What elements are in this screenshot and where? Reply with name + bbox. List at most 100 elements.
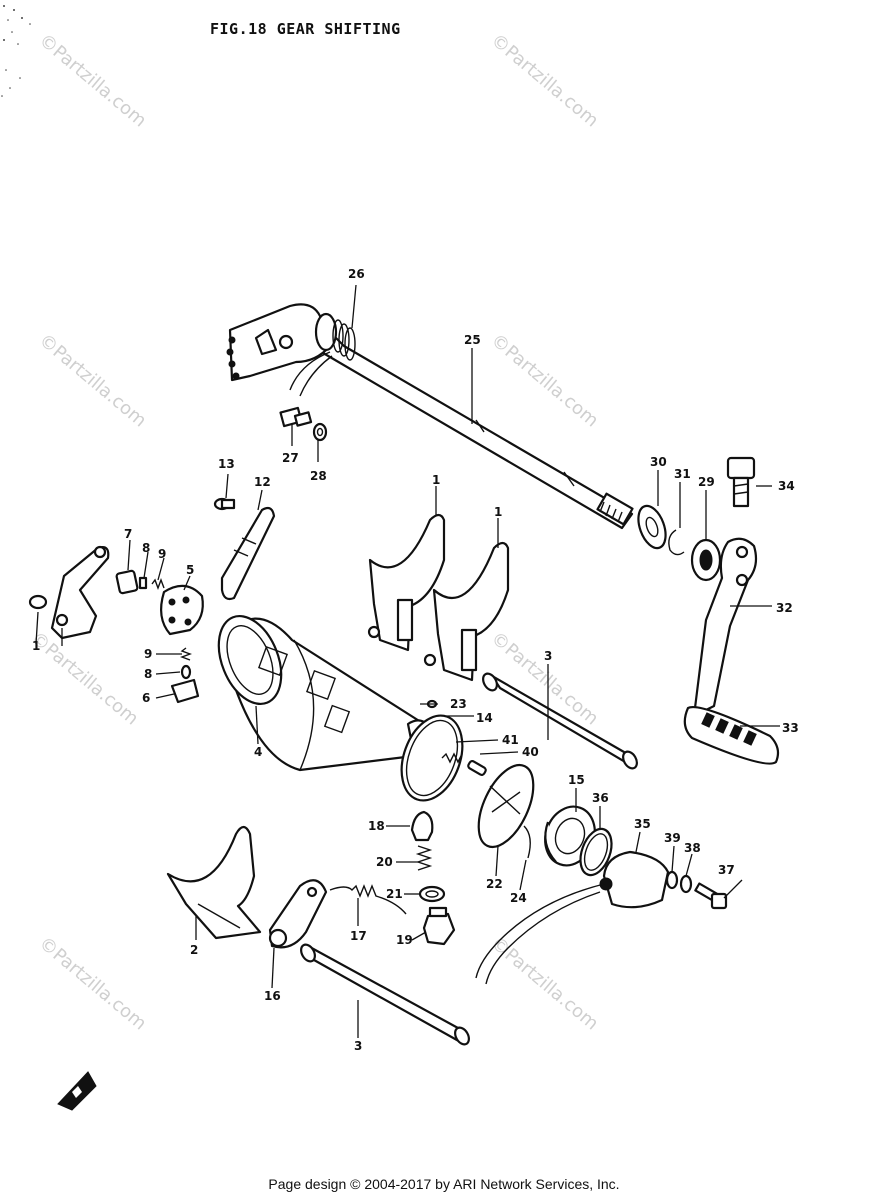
watermark-8: ©Partzilla.com: [487, 933, 603, 1035]
gearshift-lever: [692, 537, 758, 718]
shift-fork-upper-right: [423, 541, 510, 682]
label-18: 18: [368, 819, 385, 833]
label-1-fork-left: 1: [432, 473, 440, 487]
pin-40: [467, 760, 487, 776]
pin-8-lower: [180, 664, 192, 680]
label-3-lower: 3: [354, 1039, 362, 1053]
label-7: 7: [124, 527, 132, 541]
label-39: 39: [664, 831, 681, 845]
label-8-upper: 8: [142, 541, 150, 555]
shift-lever-16: [268, 879, 328, 949]
gearshift-shaft: [316, 330, 634, 530]
shift-fork-lower: [166, 825, 262, 940]
washer-39: [665, 870, 679, 890]
label-15: 15: [568, 773, 585, 787]
o-ring-14: [400, 714, 464, 802]
oil-seal-29: [690, 538, 722, 582]
figure-title: FIG.18 GEAR SHIFTING: [210, 20, 401, 38]
label-14: 14: [476, 711, 493, 725]
label-35: 35: [634, 817, 651, 831]
label-31: 31: [674, 467, 691, 481]
label-12: 12: [254, 475, 271, 489]
circlip-31: [668, 529, 685, 556]
page-footer: Page design © 2004-2017 by ARI Network S…: [268, 1176, 620, 1192]
fork-shaft-lower: [300, 943, 470, 1046]
stopper-arm: [50, 545, 110, 640]
scan-noise: [1, 5, 31, 97]
label-6: 6: [142, 691, 150, 705]
plug-19: [422, 906, 456, 946]
label-32: 32: [776, 601, 793, 615]
stopper-plate-12: [220, 506, 276, 601]
label-24: 24: [510, 891, 527, 905]
label-41: 41: [502, 733, 519, 747]
label-2: 2: [190, 943, 198, 957]
label-25: 25: [464, 333, 481, 347]
shift-cam: [159, 584, 204, 636]
pin-8-upper: [138, 576, 148, 590]
watermark-2: ©Partzilla.com: [487, 30, 603, 132]
washer-38: [679, 874, 693, 894]
label-17: 17: [350, 929, 367, 943]
shift-pawl-7: [115, 569, 139, 595]
spring-24: [523, 825, 531, 859]
return-spring: [289, 319, 356, 397]
shift-arm-plate: [226, 303, 356, 397]
label-4: 4: [254, 745, 262, 759]
watermark-7: ©Partzilla.com: [35, 933, 151, 1035]
gearshift-rubber: [683, 706, 780, 765]
label-5: 5: [186, 563, 194, 577]
label-16: 16: [264, 989, 281, 1003]
label-40: 40: [522, 745, 539, 759]
label-1-bolt: 1: [32, 639, 40, 653]
watermark-3: ©Partzilla.com: [35, 330, 151, 432]
label-9-lower: 9: [144, 647, 152, 661]
label-36: 36: [592, 791, 609, 805]
screw-13: [213, 497, 236, 511]
spring-20: [415, 845, 433, 871]
label-19: 19: [396, 933, 413, 947]
label-37: 37: [718, 863, 735, 877]
label-8-lower: 8: [144, 667, 152, 681]
shift-drum: [217, 614, 438, 772]
label-22: 22: [486, 877, 503, 891]
label-34: 34: [778, 479, 795, 493]
watermark-1: ©Partzilla.com: [35, 30, 151, 132]
label-27: 27: [282, 451, 299, 465]
stopper-6: [170, 678, 200, 704]
neutral-switch-18: [410, 810, 434, 842]
pivot-bolt: [279, 406, 313, 428]
spring-17: [329, 884, 407, 915]
shift-fork-upper-left: [367, 513, 446, 652]
label-3-upper: 3: [544, 649, 552, 663]
front-arrow-icon: [57, 1071, 97, 1111]
gear-position-sensor-35: [475, 850, 670, 985]
spring-41: [441, 752, 463, 764]
spring-9-lower: [180, 647, 192, 661]
bolt-1-left: [28, 594, 48, 610]
label-1-fork-right: 1: [494, 505, 502, 519]
fork-shaft-upper: [482, 672, 638, 770]
o-ring-21: [418, 885, 446, 903]
washer-30: [637, 504, 667, 550]
pedal-bolt: [726, 456, 756, 508]
label-33: 33: [782, 721, 799, 735]
watermark-5: ©Partzilla.com: [27, 628, 143, 730]
spring-9-upper: [151, 578, 165, 590]
label-29: 29: [698, 475, 715, 489]
label-21: 21: [386, 887, 403, 901]
bolt-37: [694, 882, 728, 910]
label-9-upper: 9: [158, 547, 166, 561]
label-28: 28: [310, 469, 327, 483]
washer-28: [312, 422, 328, 442]
label-13: 13: [218, 457, 235, 471]
cam-22: [477, 763, 535, 849]
callout-labels: 26 25 27 28 30 31 29 34 32 33 1 1 3 13 1…: [32, 267, 799, 1053]
label-38: 38: [684, 841, 701, 855]
label-23: 23: [450, 697, 467, 711]
label-30: 30: [650, 455, 667, 469]
watermark-4: ©Partzilla.com: [487, 330, 603, 432]
o-ring-36: [579, 827, 613, 877]
label-26: 26: [348, 267, 365, 281]
